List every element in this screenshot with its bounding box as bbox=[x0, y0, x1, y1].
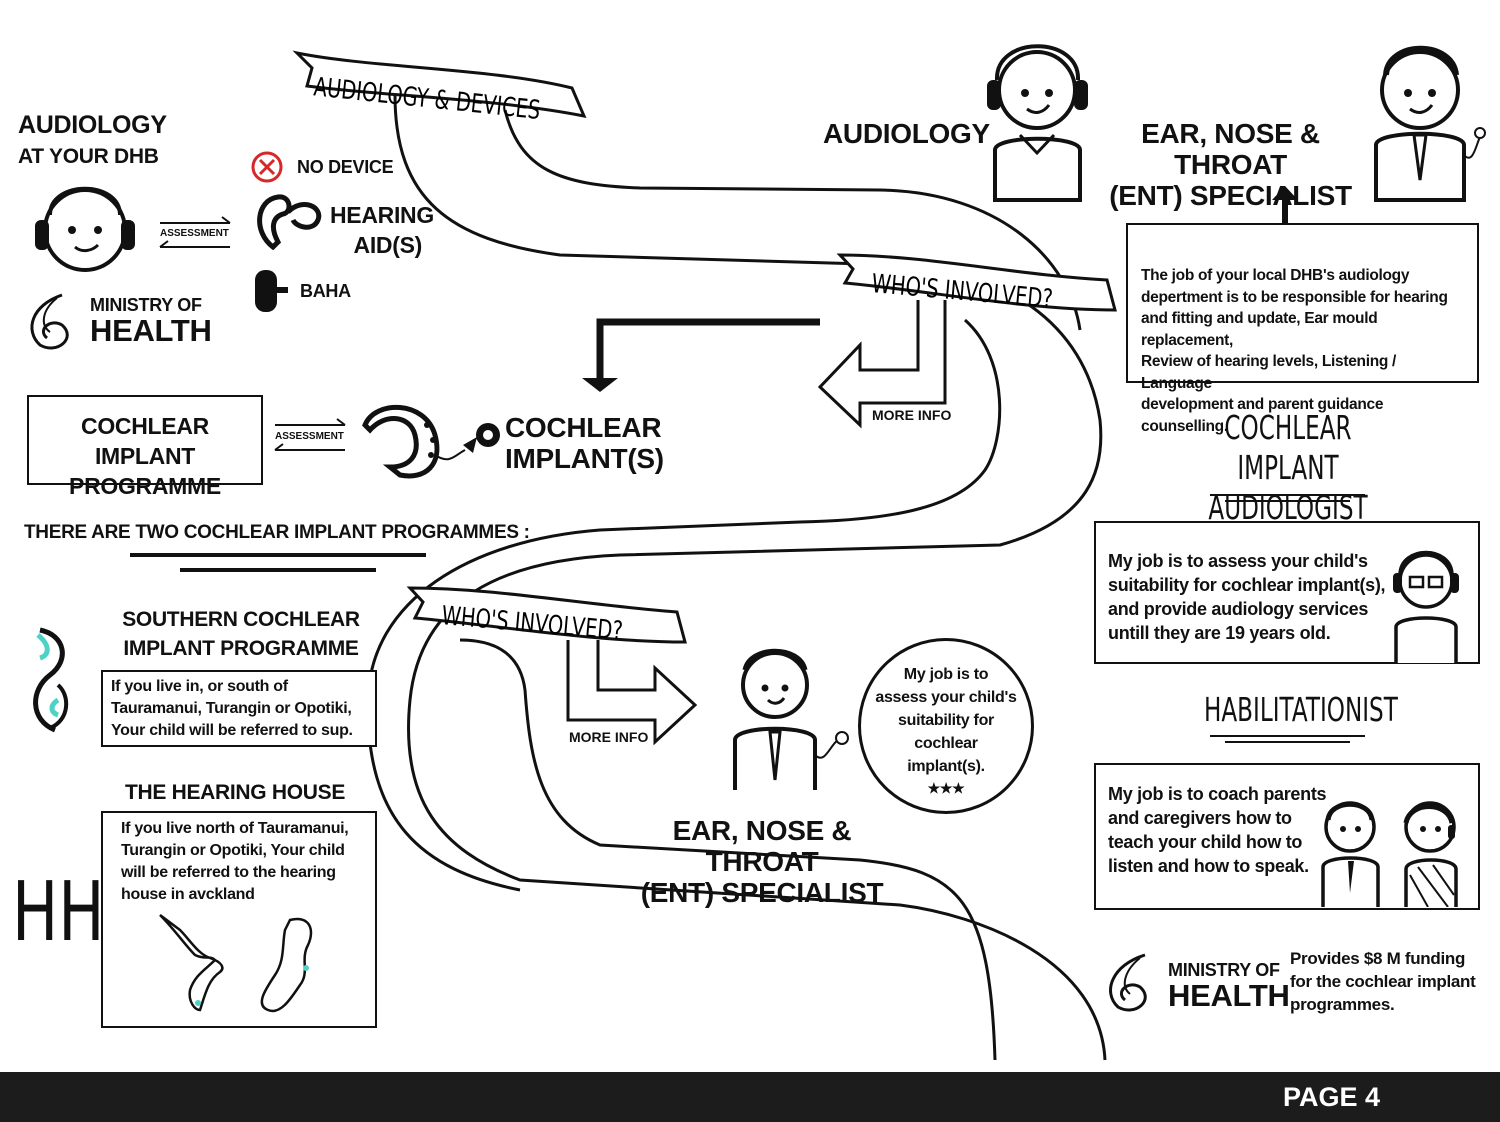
audiology-title-line2: AT YOUR DHB bbox=[18, 145, 159, 168]
cochlear-implants-line2: IMPLANT(S) bbox=[505, 443, 664, 474]
habilitationist-text-line2: and caregivers how to bbox=[1108, 808, 1292, 828]
two-programmes-heading: THERE ARE TWO COCHLEAR IMPLANT PROGRAMME… bbox=[24, 522, 530, 543]
southern-text-line3: Your child will be referred to sup. bbox=[111, 722, 353, 739]
ministry-of-health-left: MINISTRY OF HEALTH bbox=[90, 295, 212, 346]
baha-label: BAHA bbox=[300, 281, 351, 301]
funding-line1: Provides $8 M funding bbox=[1290, 949, 1466, 968]
ministry-right-line2: HEALTH bbox=[1168, 978, 1290, 1013]
cochlear-implant-icon bbox=[362, 404, 500, 479]
habilitationist-text-line3: teach your child how to bbox=[1108, 832, 1303, 852]
hearing-aid-icon bbox=[257, 194, 322, 250]
ministry-of-health-right: MINISTRY OF HEALTH bbox=[1168, 960, 1290, 1011]
ci-programme-line1: COCHLEAR IMPLANT bbox=[81, 413, 209, 469]
hearing-house-text-line2: Turangin or Opotiki, Your child bbox=[121, 842, 345, 859]
assessment-label-2: ASSESSMENT bbox=[275, 431, 344, 442]
ci-audiologist-icon bbox=[1393, 550, 1459, 663]
dhb-text-line1: The job of your local DHB's audiology bbox=[1141, 267, 1410, 284]
ci-audiologist-text-line4: untill they are 19 years old. bbox=[1108, 623, 1331, 643]
habilitationist-text-box: My job is to coach parents and caregiver… bbox=[1094, 763, 1480, 910]
ent-speech-bubble: My job is to assess your child's suitabi… bbox=[858, 638, 1034, 814]
audiology-dhb-title: AUDIOLOGY AT YOUR DHB bbox=[18, 110, 167, 172]
ent-specialist-icon bbox=[733, 648, 849, 790]
banner-whos-involved-2: WHO'S INVOLVED? bbox=[406, 586, 687, 647]
banner-audiology-devices: AUDIOLOGY & DEVICES bbox=[292, 50, 587, 123]
dhb-text-line5: development and parent guidance counsell… bbox=[1141, 396, 1384, 435]
ci-programme-box: COCHLEAR IMPLANT PROGRAMME bbox=[27, 395, 263, 499]
funding-text: Provides $8 M funding for the cochlear i… bbox=[1290, 947, 1476, 1016]
audiology-title-line1: AUDIOLOGY bbox=[18, 111, 167, 139]
footer-bar: PAGE 4 bbox=[0, 1072, 1500, 1122]
habilitationist-title: HABILITATIONIST bbox=[1168, 690, 1408, 729]
dhb-text-line2: depertment is to be responsible for hear… bbox=[1141, 288, 1448, 306]
hearing-aids-line1: HEARING bbox=[330, 202, 434, 228]
parent-and-child-icon bbox=[1321, 801, 1458, 907]
star-rating-icon: ★★★ bbox=[927, 780, 965, 796]
ent-right-line1: EAR, NOSE & THROAT bbox=[1141, 118, 1320, 180]
funding-line3: programmes. bbox=[1290, 995, 1395, 1014]
southern-text-box: If you live in, or south of Tauramanui, … bbox=[101, 670, 377, 747]
ci-audiologist-title: COCHLEAR IMPLANT AUDIOLOGIST bbox=[1168, 408, 1408, 528]
habilitationist-text-line4: listen and how to speak. bbox=[1108, 856, 1309, 876]
hearing-house-text-line1: If you live north of Tauramanui, bbox=[121, 820, 349, 837]
ent-right-line2: (ENT) SPECIALIST bbox=[1109, 180, 1352, 211]
hearing-house-text-box: If you live north of Tauramanui, Turangi… bbox=[101, 811, 377, 1028]
ent-specialist-right-icon bbox=[1374, 45, 1486, 202]
more-info-1[interactable]: MORE INFO bbox=[872, 407, 952, 423]
dhb-text-line4: Review of hearing levels, Listening / La… bbox=[1141, 353, 1397, 392]
no-device-icon bbox=[251, 151, 283, 183]
ent-center-line2: (ENT) SPECIALIST bbox=[640, 877, 884, 908]
more-info-2[interactable]: MORE INFO bbox=[569, 729, 649, 745]
ci-audiologist-text-line3: and provide audiology services bbox=[1108, 599, 1369, 619]
southern-text-line1: If you live in, or south of bbox=[111, 678, 288, 695]
ministry-line1: MINISTRY OF bbox=[90, 295, 202, 315]
audiologist-icon bbox=[987, 44, 1088, 202]
ministry-right-line1: MINISTRY OF bbox=[1168, 960, 1280, 980]
ci-audiologist-text-line2: suitability for cochlear implant(s), bbox=[1108, 575, 1386, 595]
ministry-of-health-logo-icon bbox=[30, 293, 69, 350]
ent-bubble-line2: assess your child's bbox=[875, 689, 1017, 706]
southern-title: SOUTHERN COCHLEAR IMPLANT PROGRAMME bbox=[110, 605, 372, 663]
ent-bubble-line3: suitability for bbox=[898, 712, 994, 729]
ent-bubble-text: My job is to assess your child's suitabi… bbox=[861, 663, 1031, 798]
ci-audiologist-line2: AUDIOLOGIST bbox=[1208, 488, 1368, 527]
ci-audiologist-text-line1: My job is to assess your child's bbox=[1108, 551, 1368, 571]
page-number: PAGE 4 bbox=[1282, 1082, 1380, 1112]
hearing-house-logo: HH bbox=[12, 865, 105, 960]
audiology-right-title: AUDIOLOGY bbox=[823, 118, 990, 149]
cochlear-implants-label: COCHLEAR IMPLANT(S) bbox=[505, 412, 664, 474]
ent-right-title: EAR, NOSE & THROAT (ENT) SPECIALIST bbox=[1098, 118, 1363, 211]
baha-icon bbox=[255, 270, 288, 312]
ci-audiologist-line1: COCHLEAR IMPLANT bbox=[1224, 408, 1352, 487]
habilitationist-text-line1: My job is to coach parents bbox=[1108, 784, 1327, 804]
dhb-audiology-text-box: The job of your local DHB's audiology de… bbox=[1126, 223, 1479, 435]
southern-title-line1: SOUTHERN COCHLEAR bbox=[122, 608, 360, 631]
ci-programme-line2: PROGRAMME bbox=[69, 473, 221, 499]
ministry-of-health-right-logo-icon bbox=[1109, 953, 1147, 1012]
hearing-aids-label: HEARING AID(S) bbox=[330, 200, 434, 260]
southern-title-line2: IMPLANT PROGRAMME bbox=[123, 637, 359, 660]
southern-programme-logo-icon bbox=[33, 627, 69, 733]
southern-text-line2: Tauramanui, Turangin or Opotiki, bbox=[111, 700, 352, 717]
funding-line2: for the cochlear implant bbox=[1290, 972, 1476, 991]
dhb-text-line3: and fitting and update, Ear mould replac… bbox=[1141, 310, 1378, 349]
ministry-line2: HEALTH bbox=[90, 313, 212, 348]
ent-bubble-line1: My job is to bbox=[903, 666, 989, 683]
habilitationist-title-text: HABILITATIONIST bbox=[1204, 690, 1398, 729]
ent-bubble-line4: cochlear bbox=[914, 735, 978, 752]
new-zealand-map-icon bbox=[159, 914, 313, 1013]
ent-center-line1: EAR, NOSE & THROAT bbox=[672, 815, 852, 877]
hearing-house-text-line4: house in avckland bbox=[121, 886, 255, 903]
assessment-label-1: ASSESSMENT bbox=[160, 228, 229, 239]
hearing-aids-line2: AID(S) bbox=[353, 232, 423, 258]
cochlear-implants-line1: COCHLEAR bbox=[505, 412, 662, 443]
ent-center-title: EAR, NOSE & THROAT (ENT) SPECIALIST bbox=[622, 815, 902, 908]
banner-whos-involved-1: WHO'S INVOLVED? bbox=[836, 253, 1117, 315]
hearing-house-title: THE HEARING HOUSE bbox=[124, 781, 346, 804]
no-device-label: NO DEVICE bbox=[297, 157, 394, 177]
ent-bubble-line5: implant(s). bbox=[907, 758, 985, 775]
hearing-house-text-line3: will be referred to the hearing bbox=[121, 864, 336, 881]
child-headphones-icon bbox=[35, 186, 135, 272]
